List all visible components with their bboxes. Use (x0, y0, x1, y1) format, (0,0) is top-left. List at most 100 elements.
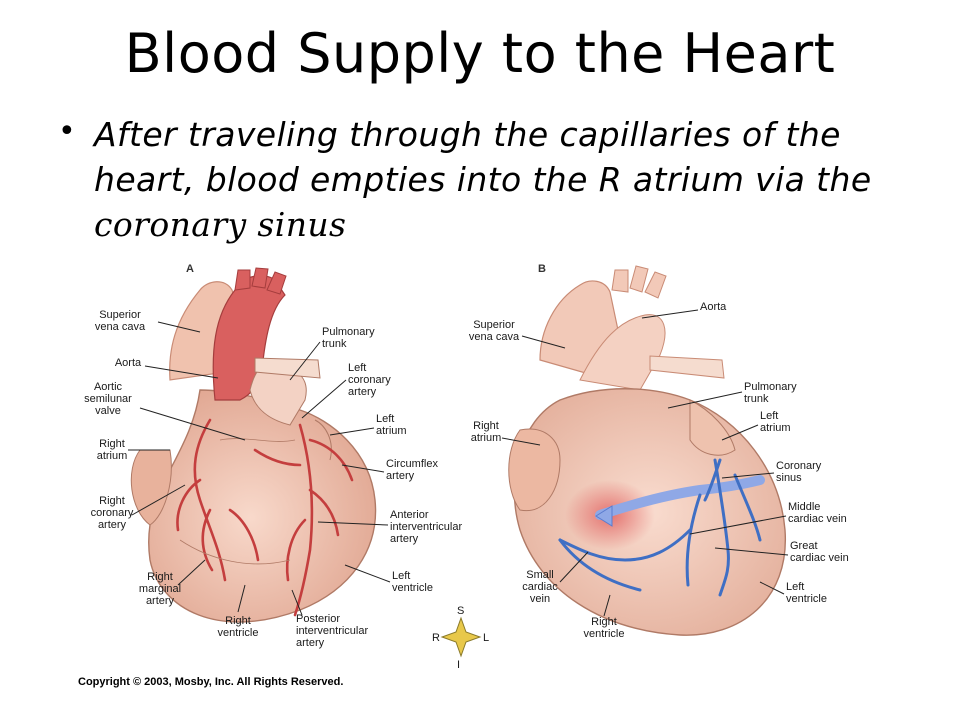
panel-a-label-line: Circumflex (386, 458, 438, 470)
panel-a-label-line: Right (99, 495, 125, 507)
panel-b-leader-line (603, 594, 611, 617)
panel-a-leader-line (144, 365, 219, 379)
panel-a-label-line: Posterior (296, 613, 340, 625)
panel-a-label-line: Right (99, 438, 125, 450)
slide-title: Blood Supply to the Heart (124, 22, 836, 85)
panel-b-leader-line (667, 391, 743, 409)
bullet-emphasis-text: coronary sinus (94, 205, 347, 244)
panel-a-leader-line (329, 427, 375, 436)
panel-a-leader-line (317, 521, 389, 526)
panel-b-label-line: Small (526, 569, 554, 581)
panel-a-leader-line (291, 589, 303, 616)
panel-a-label-line: ventricle (392, 582, 433, 594)
panel-b-leader-line (521, 335, 566, 349)
panel-b-label-line: cardiac vein (790, 552, 849, 564)
heart-a-illustration (130, 267, 377, 623)
panel-a-leader-line (341, 464, 385, 473)
panel-b-label-line: cardiac vein (788, 513, 847, 525)
panel-b-leader-line (559, 551, 589, 583)
panel-b-label-line: Coronary (776, 460, 822, 472)
panel-b-leader-line (641, 309, 699, 319)
panel-a-label-line: Right (225, 615, 251, 627)
panel-b-label-line: Great (790, 540, 818, 552)
panel-a-leader-line (131, 484, 186, 516)
panel-b-leader-line (759, 581, 785, 595)
panel-a-label-line: artery (390, 533, 419, 545)
heart-figure: A B (78, 263, 849, 688)
bullet-text: After traveling through the capillaries … (94, 112, 914, 247)
panel-b-leader-line (721, 472, 775, 479)
heart-b-illustration (508, 265, 786, 636)
panel-b-leader-line (501, 437, 541, 446)
panel-a-label-line: artery (146, 595, 175, 607)
panel-b-leader-line (721, 424, 759, 441)
panel-b-label-line: Left (760, 410, 778, 422)
panel-b-label-line: atrium (471, 432, 502, 444)
compass-south: I (457, 659, 460, 671)
panel-a-label-line: Left (376, 413, 394, 425)
panel-a-leader-line (289, 341, 321, 381)
copyright-notice: Copyright © 2003, Mosby, Inc. All Rights… (78, 676, 343, 688)
panel-a-label-line: atrium (376, 425, 407, 437)
panel-a-label-line: interventricular (390, 521, 462, 533)
panel-a-leader-line (139, 407, 246, 441)
panel-b-label-line: Superior (473, 319, 515, 331)
panel-a-label-line: valve (95, 405, 121, 417)
panel-b-label-line: Right (473, 420, 499, 432)
panel-a-label-line: artery (296, 637, 325, 649)
panel-b-label-line: vena cava (469, 331, 520, 343)
panel-a-leader-line (237, 584, 246, 613)
panel-a-label-line: artery (98, 519, 127, 531)
panel-a-leader-line (301, 379, 347, 419)
panel-b-label-line: ventricle (786, 593, 827, 605)
panel-b-label-line: Aorta (700, 301, 727, 313)
panel-b-label-line: atrium (760, 422, 791, 434)
panel-b-label-line: vein (530, 593, 550, 605)
panel-a-label-line: marginal (139, 583, 181, 595)
panel-a-label-line: interventricular (296, 625, 368, 637)
panel-a-leader-line (344, 564, 391, 583)
panel-b-label-line: Left (786, 581, 804, 593)
compass-east: L (483, 632, 489, 644)
panel-a-structure-label: Aorta (115, 357, 142, 369)
panel-b-label-line: ventricle (584, 628, 625, 640)
compass-north: S (457, 605, 464, 617)
panel-a-label-line: semilunar (84, 393, 132, 405)
panel-a-label-line: Left (392, 570, 410, 582)
panel-b-label-line: trunk (744, 393, 769, 405)
panel-b-leader-line (714, 547, 789, 556)
panel-a-label-line: artery (386, 470, 415, 482)
panel-a-label-line: atrium (97, 450, 128, 462)
panel-a-label-line: artery (348, 386, 377, 398)
panel-a-label-line: Aortic (94, 381, 123, 393)
panel-a-leader-line (157, 321, 201, 333)
panel-b-label-line: sinus (776, 472, 802, 484)
panel-b-leader-line (689, 515, 787, 535)
panel-a-label-line: Right (147, 571, 173, 583)
panel-b-label-line: cardiac (522, 581, 558, 593)
panel-a-label-line: Superior (99, 309, 141, 321)
panel-a-label-line: Pulmonary (322, 326, 375, 338)
bullet-marker: • (58, 114, 76, 149)
panel-b-structure-label: Aorta (700, 301, 727, 313)
panel-a-label-line: coronary (91, 507, 134, 519)
panel-b-label: B (538, 263, 546, 275)
